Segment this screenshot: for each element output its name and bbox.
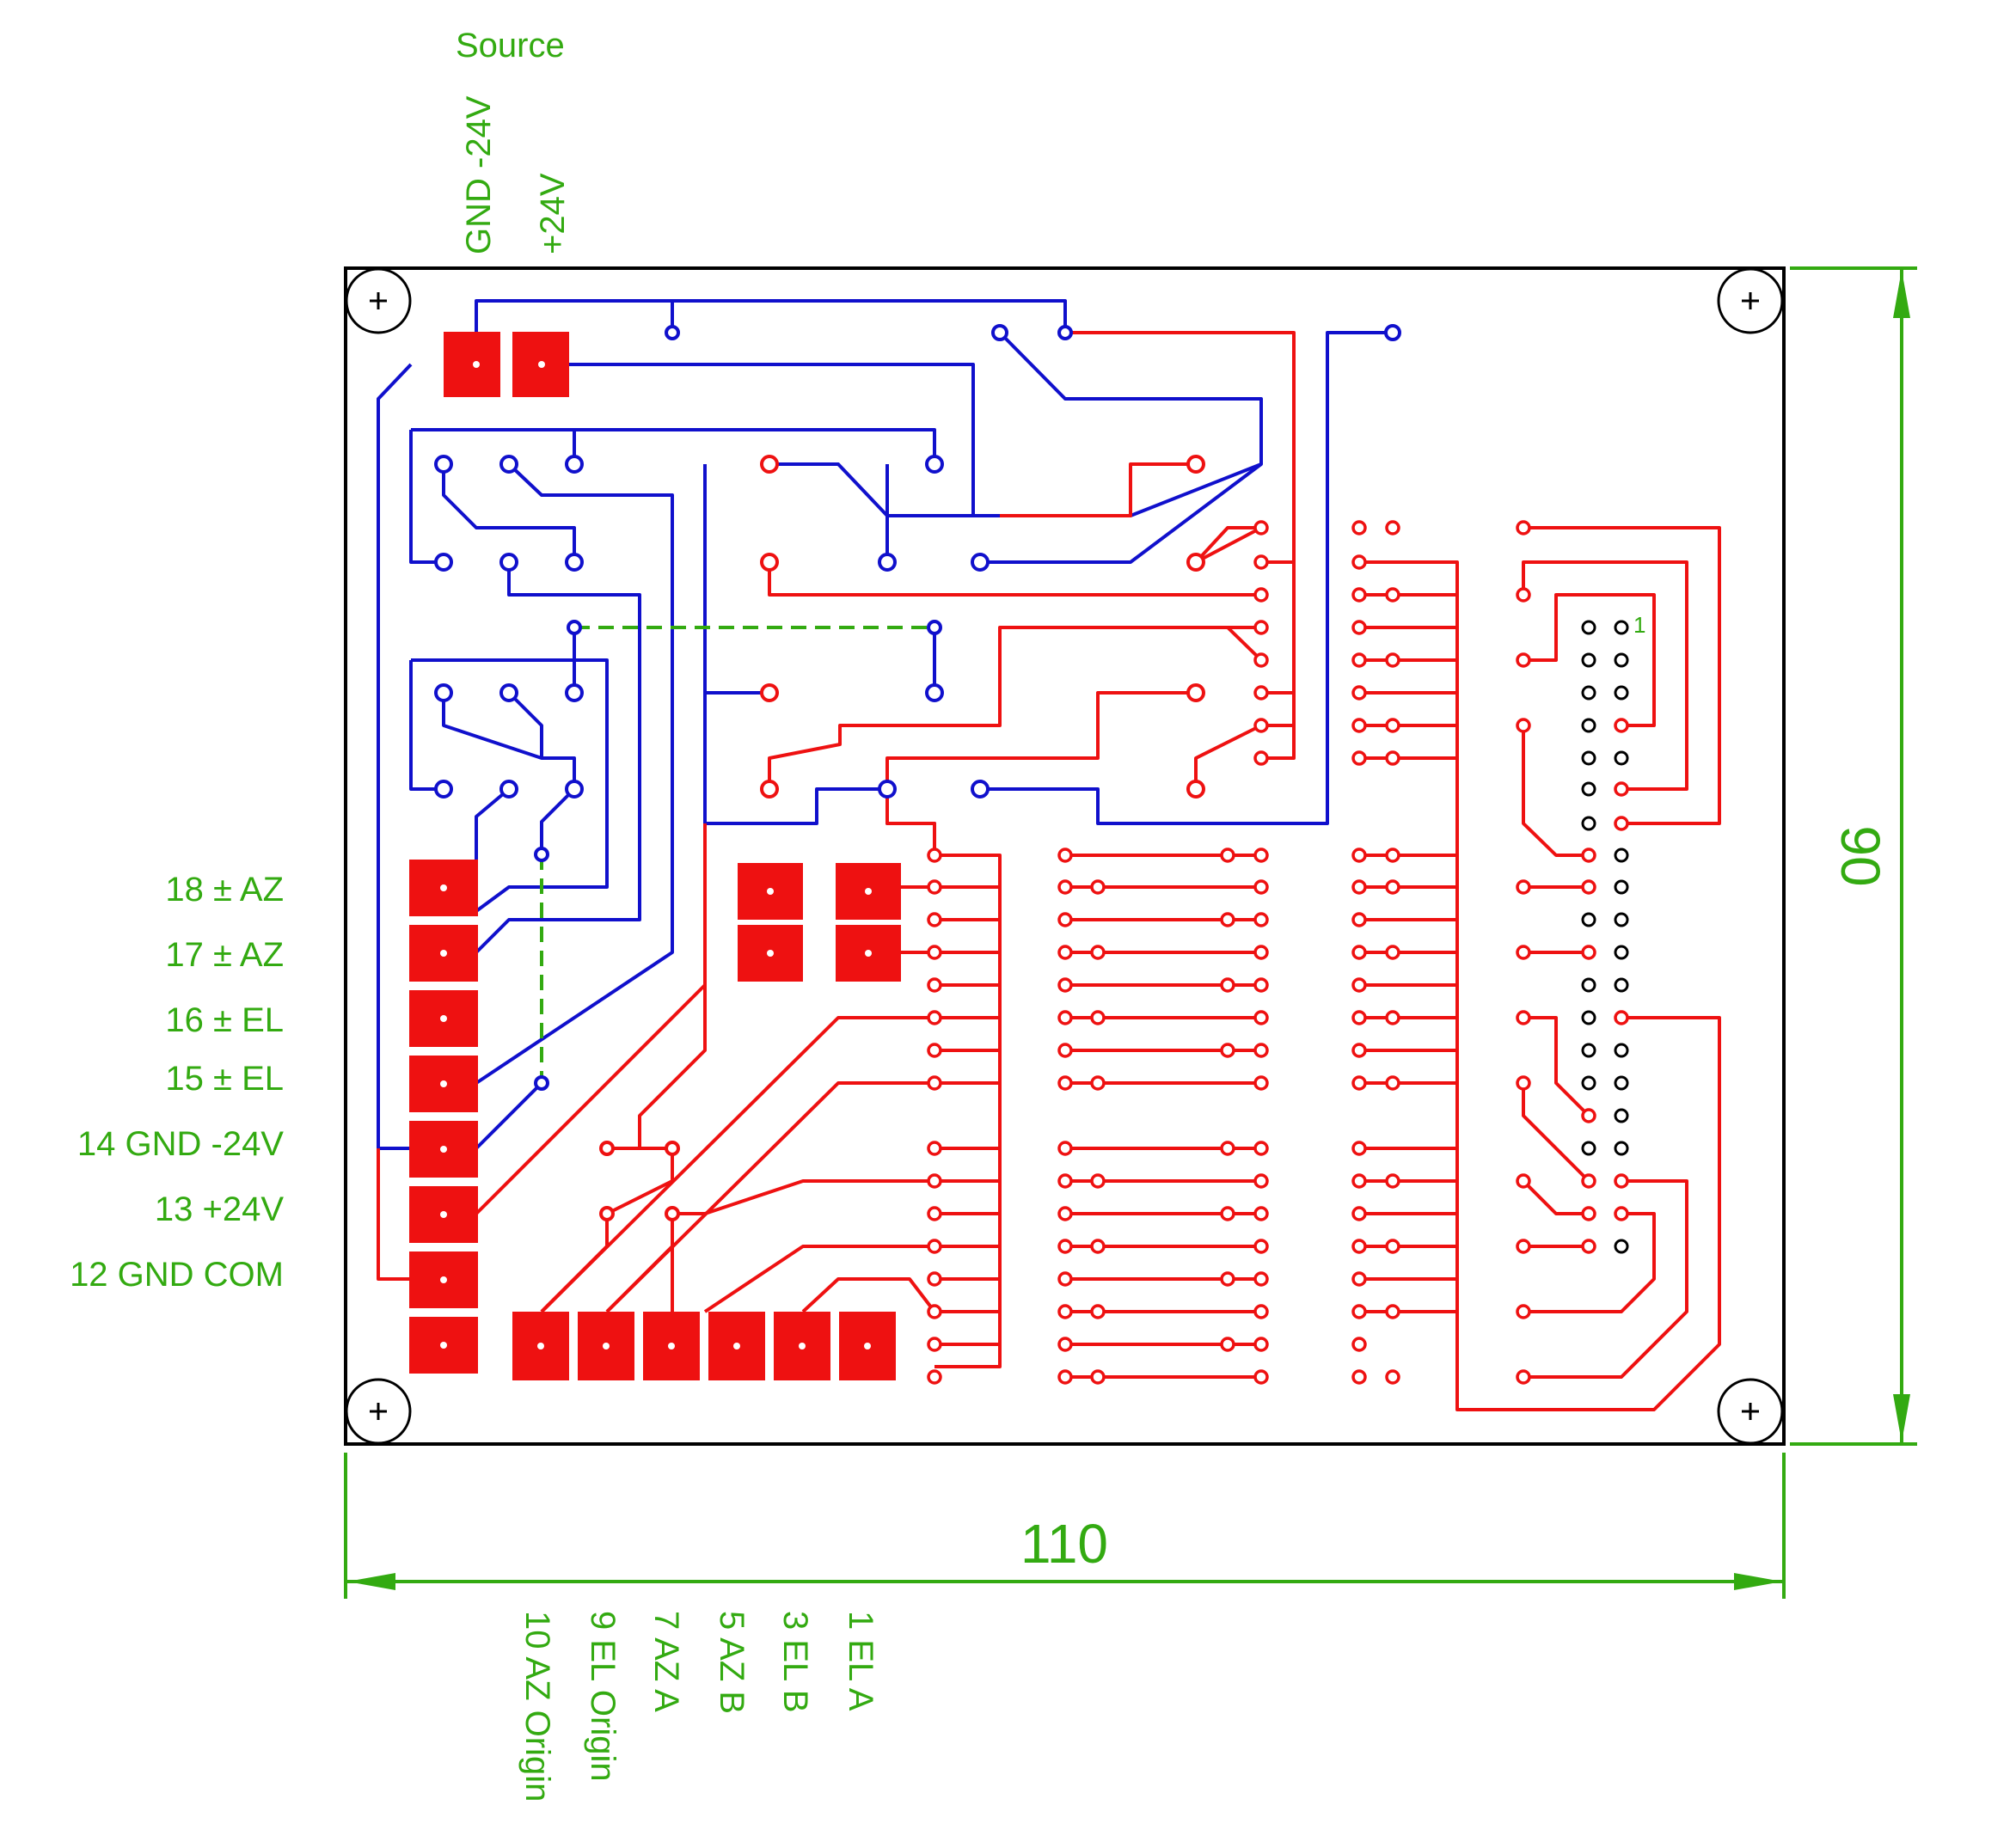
red-vias [599,455,1205,1221]
left-label-4: 14 GND -24V [77,1125,284,1163]
labels: Source GND -24V +24V 18 ± AZ 17 ± AZ 16 … [70,27,1891,1802]
left-label-6: 12 GND COM [70,1256,284,1294]
source-gnd-label: GND -24V [460,95,498,254]
bottom-label-1: 9 EL Origin [584,1611,622,1782]
bottom-label-5: 1 EL A [842,1611,879,1711]
left-label-1: 17 ± AZ [165,936,284,974]
bottom-label-2: 7 AZ A [647,1611,685,1712]
smd-pad-centers [440,361,872,1349]
bottom-label-3: 5 AZ B [713,1611,751,1714]
connector-pin1-label: 1 [1633,612,1645,638]
left-label-3: 15 ± EL [165,1060,284,1098]
red-pad-columns [927,520,1629,1385]
left-label-5: 13 +24V [155,1190,284,1228]
width-dimension-label: 110 [1020,1513,1108,1575]
height-dimension-label: 90 [1829,825,1891,886]
bottom-label-0: 10 AZ Origin [518,1611,556,1802]
mount-hole-br [1717,1378,1784,1445]
mount-hole-tr [1717,267,1784,334]
blue-traces [377,299,1393,1150]
left-label-2: 16 ± EL [165,1001,284,1039]
smd-pads [409,332,901,1380]
mount-hole-tl [345,267,412,334]
left-label-0: 18 ± AZ [165,871,284,909]
source-plus-label: +24V [534,173,572,254]
board-outline [344,266,1786,1446]
jumper-lines [540,626,934,1083]
header-connector-pins [1581,620,1629,1254]
mounting-holes [345,267,1784,1445]
dimension-lines [344,266,1917,1599]
source-title: Source [456,27,565,64]
mount-hole-bl [345,1378,412,1445]
bottom-label-4: 3 EL B [776,1611,814,1713]
blue-vias [434,324,1401,1091]
